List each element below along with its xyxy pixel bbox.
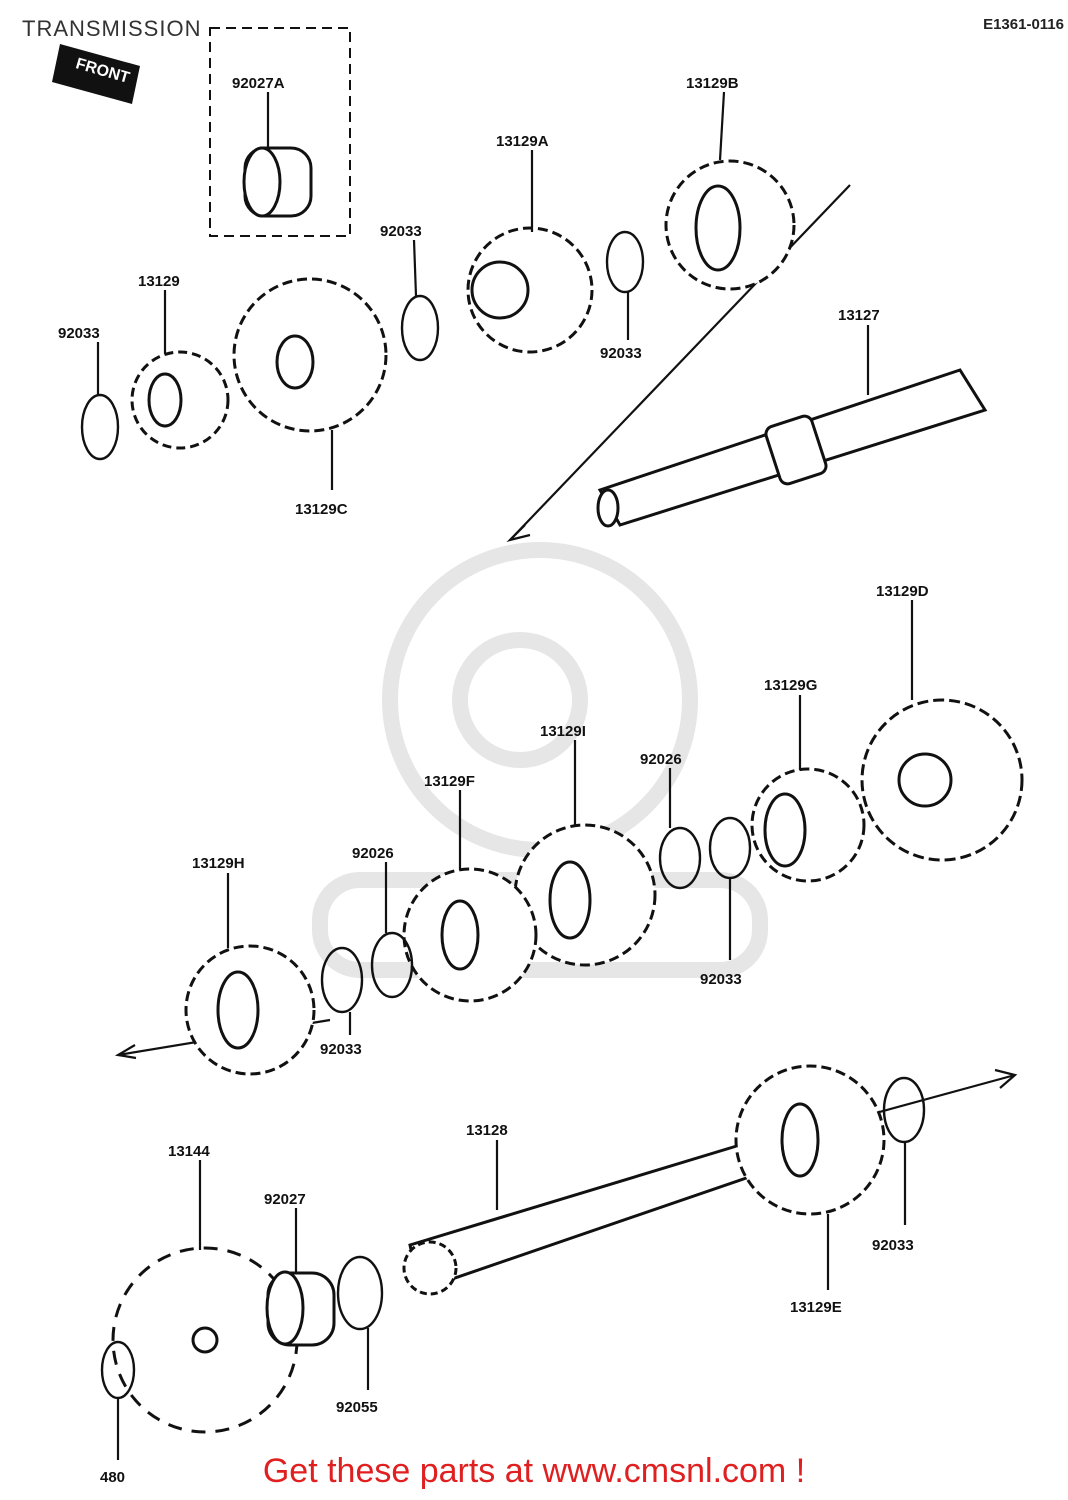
label-92033-left[interactable]: 92033 bbox=[58, 325, 100, 342]
shaft-13128 bbox=[402, 1143, 758, 1296]
label-92027[interactable]: 92027 bbox=[264, 1191, 306, 1208]
label-13129G[interactable]: 13129G bbox=[764, 677, 817, 694]
label-13129D[interactable]: 13129D bbox=[876, 583, 929, 600]
label-92033-mid-r[interactable]: 92033 bbox=[700, 971, 742, 988]
label-13127[interactable]: 13127 bbox=[838, 307, 880, 324]
gear-13129B bbox=[664, 159, 796, 291]
shop-link-banner[interactable]: Get these parts at www.cmsnl.com ! bbox=[262, 1452, 806, 1490]
label-92055[interactable]: 92055 bbox=[336, 1399, 378, 1416]
bushing-92027 bbox=[265, 1270, 336, 1347]
label-13129E[interactable]: 13129E bbox=[790, 1299, 842, 1316]
circlip-92033-left bbox=[80, 393, 120, 461]
front-marker: FRONT bbox=[52, 44, 140, 104]
diagram-title: TRANSMISSION bbox=[22, 16, 202, 41]
label-13129F[interactable]: 13129F bbox=[424, 773, 475, 790]
gear-13129C bbox=[232, 277, 388, 433]
label-13129[interactable]: 13129 bbox=[138, 273, 180, 290]
label-13129I[interactable]: 13129I bbox=[540, 723, 586, 740]
label-13129B[interactable]: 13129B bbox=[686, 75, 739, 92]
label-92033-top[interactable]: 92033 bbox=[380, 223, 422, 240]
leader-lines bbox=[96, 91, 914, 1460]
shaft-13127 bbox=[596, 368, 988, 528]
circlip-92033-mid-r bbox=[708, 816, 752, 880]
label-480[interactable]: 480 bbox=[100, 1469, 125, 1486]
gear-13129D bbox=[860, 698, 1024, 862]
gear-13129I bbox=[513, 823, 657, 967]
washer-92026-l bbox=[370, 931, 414, 999]
gear-13129H bbox=[184, 944, 316, 1076]
part-labels: 92027A 13129B 13129A 92033 92033 13129 9… bbox=[58, 75, 929, 1486]
label-13144[interactable]: 13144 bbox=[168, 1143, 210, 1160]
label-92026-r[interactable]: 92026 bbox=[640, 751, 682, 768]
circlip-92033-top bbox=[400, 294, 440, 362]
gear-13129G bbox=[750, 767, 866, 883]
label-92033-right[interactable]: 92033 bbox=[600, 345, 642, 362]
gear-13129F bbox=[402, 867, 538, 1003]
bushing-92027A bbox=[242, 146, 313, 218]
circlip-92033-mid-l bbox=[320, 946, 364, 1014]
label-13129H[interactable]: 13129H bbox=[192, 855, 245, 872]
gear-13129 bbox=[130, 350, 230, 450]
label-92033-mid-l[interactable]: 92033 bbox=[320, 1041, 362, 1058]
ring-92055 bbox=[336, 1255, 384, 1331]
sprocket-13144 bbox=[111, 1246, 299, 1434]
washer-92026-r bbox=[658, 826, 702, 890]
label-13129A[interactable]: 13129A bbox=[496, 133, 549, 150]
diagram-code: E1361-0116 bbox=[983, 16, 1064, 33]
label-92033-bot[interactable]: 92033 bbox=[872, 1237, 914, 1254]
gear-13129E bbox=[734, 1064, 886, 1216]
label-92027A[interactable]: 92027A bbox=[232, 75, 285, 92]
label-92026-l[interactable]: 92026 bbox=[352, 845, 394, 862]
optional-part-box bbox=[209, 27, 351, 237]
gear-13129A bbox=[466, 226, 594, 354]
label-13128[interactable]: 13128 bbox=[466, 1122, 508, 1139]
label-13129C[interactable]: 13129C bbox=[295, 501, 348, 518]
circlip-92033-right bbox=[605, 230, 645, 294]
